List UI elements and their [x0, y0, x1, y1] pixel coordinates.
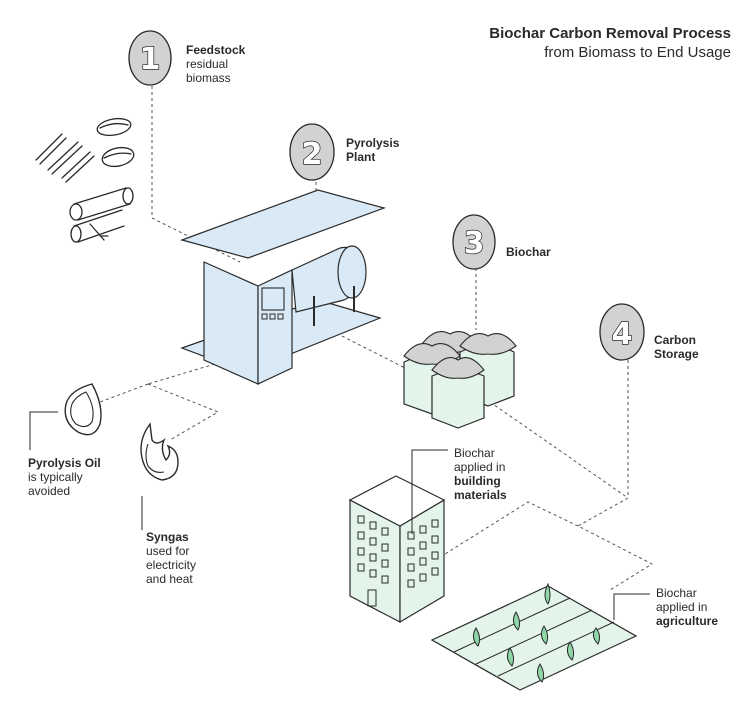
step-1-title: Feedstock — [186, 43, 246, 57]
log-icon — [69, 187, 134, 243]
flame-icon — [140, 422, 179, 481]
oil-title: Pyrolysis Oil — [28, 456, 101, 470]
agriculture-line-2: applied in — [656, 600, 708, 614]
syngas-title: Syngas — [146, 530, 189, 544]
building-bold-1: building — [454, 474, 501, 488]
agriculture-usage-label: Biochar applied in agriculture — [656, 586, 718, 628]
title-line-1: Biochar Carbon Removal Process — [489, 25, 731, 42]
syngas-line-1: used for — [146, 544, 190, 558]
step-4-disc: 4 — [599, 303, 645, 361]
step-3-title: Biochar — [506, 245, 551, 259]
step-3-number: 3 — [464, 226, 485, 261]
biochar-bags-icon — [403, 331, 517, 429]
step-2-disc: 2 — [289, 123, 335, 181]
step-4-title: Carbon — [654, 333, 696, 347]
oil-drop-icon — [64, 383, 102, 436]
step-2-title-2: Plant — [346, 150, 376, 164]
seed-icon — [96, 117, 135, 168]
agriculture-bold-1: agriculture — [656, 614, 719, 628]
agriculture-line-1: Biochar — [656, 586, 697, 600]
step-1-desc-2: biomass — [186, 71, 231, 85]
step-4-number: 4 — [612, 317, 633, 352]
building-line-2: applied in — [454, 460, 506, 474]
field-icon — [430, 582, 638, 691]
step-1-label: Feedstock residual biomass — [186, 43, 245, 85]
step-4-label: Carbon Storage — [654, 333, 699, 361]
step-4-title-2: Storage — [654, 347, 699, 361]
twig-icon — [35, 133, 95, 183]
syngas-line-2: electricity — [146, 558, 197, 572]
diagram-title: Biochar Carbon Removal Process from Biom… — [489, 24, 731, 62]
step-1-desc-1: residual — [186, 57, 229, 71]
pyrolysis-oil-label: Pyrolysis Oil is typically avoided — [28, 456, 101, 498]
building-usage-label: Biochar applied in building materials — [454, 446, 507, 502]
syngas-line-3: and heat — [146, 572, 193, 586]
pyrolysis-plant-icon — [180, 189, 386, 385]
step-2-number: 2 — [302, 137, 323, 172]
step-3-disc: 3 — [452, 214, 496, 270]
step-3-label: Biochar — [506, 245, 551, 259]
building-line-1: Biochar — [454, 446, 495, 460]
title-line-2: from Biomass to End Usage — [544, 44, 731, 61]
step-1-disc: 1 — [128, 30, 172, 86]
step-1-number: 1 — [140, 42, 161, 77]
oil-line-2: avoided — [28, 484, 71, 498]
step-2-title: Pyrolysis — [346, 136, 400, 150]
syngas-label: Syngas used for electricity and heat — [146, 530, 196, 586]
oil-line-1: is typically — [28, 470, 83, 484]
label-leaders — [29, 411, 650, 620]
building-bold-2: materials — [454, 488, 507, 502]
step-2-label: Pyrolysis Plant — [346, 136, 399, 164]
building-icon — [348, 475, 446, 624]
